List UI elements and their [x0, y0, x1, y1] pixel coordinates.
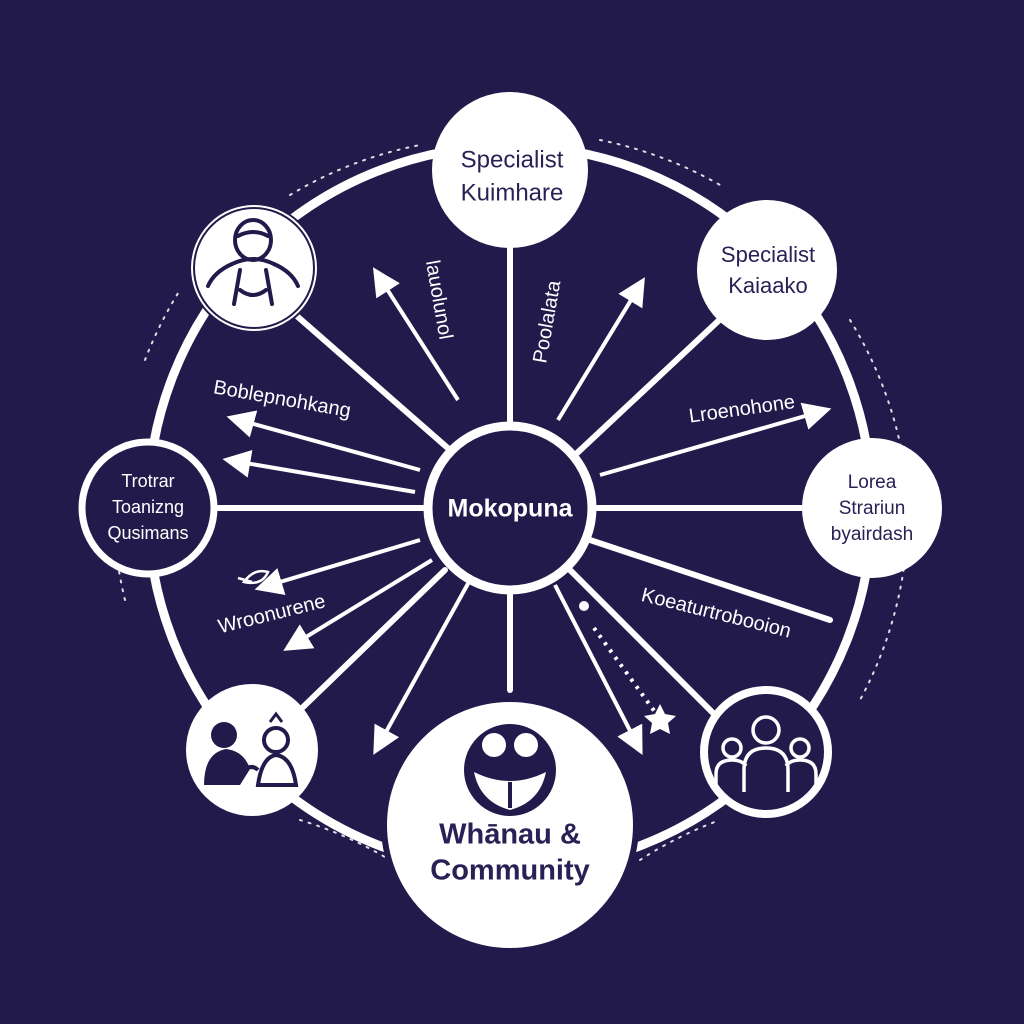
node-trotrar-line1: Trotrar — [121, 471, 174, 491]
arrow-left-lower — [254, 538, 421, 595]
arrow-down-left — [373, 579, 472, 755]
star-icon — [644, 704, 676, 734]
node-whanau-community: Whānau & Community — [381, 696, 639, 954]
parent-child-icon — [204, 711, 299, 787]
spokes — [212, 237, 833, 723]
center-label: Mokopuna — [448, 495, 574, 523]
spoke-top-left — [287, 307, 453, 453]
spoke-bottom-right — [567, 567, 723, 723]
node-bottom-left — [186, 684, 318, 816]
spoke-label-poolalata: Poolalata — [529, 278, 565, 365]
spoke-label-koeaturtrobooion: Koeaturtrobooion — [639, 584, 793, 642]
node-lorea-line2: Strariun — [839, 498, 906, 519]
node-whanau-line1: Whānau & — [439, 819, 581, 851]
arrow-left-upper — [226, 410, 421, 472]
node-bottom-right — [700, 686, 832, 818]
person-figure-icon — [206, 218, 300, 306]
spoke-bottom-left — [297, 567, 448, 713]
node-trotrar-line2: Toanizng — [112, 497, 184, 517]
node-specialist-kaiaako-line2: Kaiaako — [728, 273, 808, 298]
center-node: Mokopuna — [423, 421, 597, 595]
spoke-label-boblepnohkang: Boblepnohkang — [212, 376, 353, 422]
arrows — [222, 267, 832, 755]
arrow-down-right — [553, 584, 643, 755]
leaf-icon — [237, 569, 270, 585]
arrow-left-bottom — [283, 558, 434, 651]
group-people-icon — [714, 715, 818, 792]
arrow-up-left — [372, 267, 460, 402]
embracing-people-icon — [464, 724, 556, 816]
node-specialist-kaiaako-line1: Specialist — [721, 242, 815, 267]
arrow-up-right — [556, 277, 645, 422]
node-trotrar-line3: Qusimans — [107, 523, 188, 543]
arrow-right-upper — [599, 402, 832, 477]
node-trotrar: Trotrar Toanizng Qusimans — [78, 438, 218, 578]
node-specialist-kuimhare-line2: Kuimhare — [461, 179, 564, 206]
spoke-label-wroonurene: Wroonurene — [216, 590, 328, 638]
node-lorea-line3: byairdash — [831, 524, 913, 545]
spoke-right-lower — [587, 537, 833, 623]
node-specialist-kuimhare: Specialist Kuimhare — [432, 92, 588, 248]
node-specialist-kuimhare-line1: Specialist — [461, 146, 564, 173]
node-specialist-kaiaako: Specialist Kaiaako — [697, 200, 837, 340]
arrow-left-mid — [222, 449, 416, 494]
node-lorea: Lorea Strariun byairdash — [802, 438, 942, 578]
spoke-label-lauolunol: lauolunol — [421, 259, 457, 342]
spoke-top-right — [572, 307, 733, 458]
node-top-left — [189, 203, 319, 333]
node-whanau-line2: Community — [430, 855, 590, 887]
dotted-trail — [579, 601, 676, 734]
node-lorea-line1: Lorea — [848, 472, 897, 493]
